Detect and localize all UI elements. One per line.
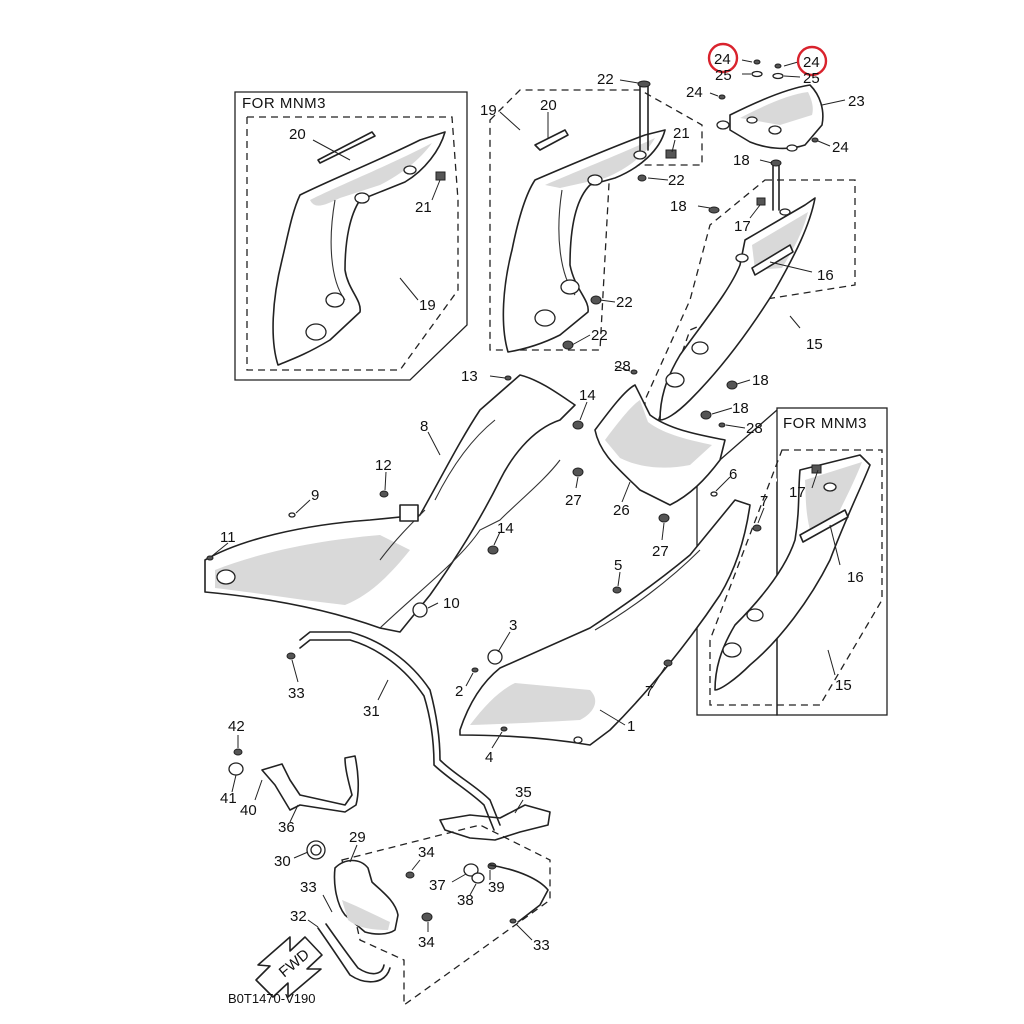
callout-22: 22 bbox=[668, 172, 685, 189]
emblem-right-main bbox=[751, 244, 794, 276]
fwd-direction-arrow: FWD bbox=[255, 936, 323, 998]
callout-labels: 24 24 25 25 24 23 24 22 19 20 21 22 18 1… bbox=[220, 51, 865, 954]
callout-24: 24 bbox=[714, 51, 731, 68]
callout-11: 11 bbox=[220, 529, 236, 546]
inset-right-title: FOR MNM3 bbox=[783, 415, 867, 432]
callout-27: 27 bbox=[652, 543, 669, 560]
callout-5: 5 bbox=[614, 557, 622, 574]
callout-36: 36 bbox=[278, 819, 295, 836]
callout-22: 22 bbox=[597, 71, 614, 88]
callout-34: 34 bbox=[418, 844, 435, 861]
callout-32: 32 bbox=[290, 908, 307, 925]
rod-31 bbox=[299, 631, 501, 826]
rod-32 bbox=[317, 927, 391, 983]
side-cover-inset-left bbox=[272, 131, 446, 366]
callout-22: 22 bbox=[616, 294, 633, 311]
highlight-circle-24-right bbox=[796, 45, 828, 77]
side-cover-left-main bbox=[502, 129, 666, 353]
callout-1: 1 bbox=[627, 718, 635, 735]
callout-4: 4 bbox=[485, 749, 493, 766]
lever-35 bbox=[439, 804, 551, 841]
callout-12: 12 bbox=[375, 457, 392, 474]
callout-16: 16 bbox=[817, 267, 834, 284]
callout-33: 33 bbox=[288, 685, 305, 702]
callout-37: 37 bbox=[429, 877, 446, 894]
callout-18: 18 bbox=[732, 400, 749, 417]
callout-23: 23 bbox=[848, 93, 865, 110]
callout-14: 14 bbox=[497, 520, 514, 537]
callout-30: 30 bbox=[274, 853, 291, 870]
callout-10: 10 bbox=[443, 595, 460, 612]
callout-40: 40 bbox=[240, 802, 257, 819]
callout-20: 20 bbox=[540, 97, 557, 114]
callout-39: 39 bbox=[488, 879, 505, 896]
stripe-emblem-main bbox=[534, 129, 569, 151]
callout-25: 25 bbox=[803, 70, 820, 87]
callout-19: 19 bbox=[419, 297, 436, 314]
callout-8: 8 bbox=[420, 418, 428, 435]
callout-34: 34 bbox=[418, 934, 435, 951]
callout-16: 16 bbox=[847, 569, 864, 586]
callout-7: 7 bbox=[760, 493, 768, 510]
rod-and-bracket-group bbox=[228, 631, 501, 831]
lower-panel-8 bbox=[204, 374, 588, 633]
stripe-emblem-inset-left bbox=[317, 131, 376, 164]
callout-33: 33 bbox=[533, 937, 550, 954]
callout-3: 3 bbox=[509, 617, 517, 634]
callout-31: 31 bbox=[363, 703, 380, 720]
rear-cover-23-group bbox=[707, 42, 846, 152]
callout-24: 24 bbox=[803, 54, 820, 71]
bracket-36 bbox=[261, 755, 360, 813]
center-panel-26 bbox=[572, 384, 726, 541]
lower-panel-1 bbox=[459, 476, 765, 749]
callout-18: 18 bbox=[733, 152, 750, 169]
side-cover-assembly-15 bbox=[614, 159, 856, 431]
highlight-circle-24-left bbox=[707, 42, 739, 74]
callout-6: 6 bbox=[729, 466, 737, 483]
callout-28: 28 bbox=[614, 358, 631, 375]
callout-9: 9 bbox=[311, 487, 319, 504]
callout-38: 38 bbox=[457, 892, 474, 909]
callout-7: 7 bbox=[645, 683, 653, 700]
lower-link-group bbox=[293, 799, 551, 1007]
callout-41: 41 bbox=[220, 790, 237, 807]
callout-33: 33 bbox=[300, 879, 317, 896]
callout-17: 17 bbox=[789, 484, 806, 501]
callout-15: 15 bbox=[806, 336, 823, 353]
callout-17: 17 bbox=[734, 218, 751, 235]
callout-24: 24 bbox=[686, 84, 703, 101]
diagram-reference-code: B0T1470-V190 bbox=[228, 991, 315, 1006]
callout-13: 13 bbox=[461, 368, 478, 385]
callout-27: 27 bbox=[565, 492, 582, 509]
callout-25: 25 bbox=[715, 67, 732, 84]
callout-18: 18 bbox=[670, 198, 687, 215]
under-cover-1 bbox=[459, 499, 751, 746]
emblem-inset-right bbox=[799, 509, 849, 543]
callout-18: 18 bbox=[752, 372, 769, 389]
inset-right: FOR MNM3 bbox=[696, 407, 888, 716]
callout-26: 26 bbox=[613, 502, 630, 519]
clip-inset-left bbox=[435, 171, 446, 181]
callout-2: 2 bbox=[455, 683, 463, 700]
callout-28: 28 bbox=[746, 420, 763, 437]
callout-29: 29 bbox=[349, 829, 366, 846]
callout-21: 21 bbox=[673, 125, 690, 142]
inset-left-title: FOR MNM3 bbox=[242, 95, 326, 112]
callout-20: 20 bbox=[289, 126, 306, 143]
side-cover-assembly-19 bbox=[489, 79, 703, 353]
callout-19: 19 bbox=[480, 102, 497, 119]
callout-21: 21 bbox=[415, 199, 432, 216]
callout-14: 14 bbox=[579, 387, 596, 404]
callout-42: 42 bbox=[228, 718, 245, 735]
callout-15: 15 bbox=[835, 677, 852, 694]
callout-22: 22 bbox=[591, 327, 608, 344]
inset-left: FOR MNM3 bbox=[234, 91, 468, 381]
callout-35: 35 bbox=[515, 784, 532, 801]
callout-24: 24 bbox=[832, 139, 849, 156]
